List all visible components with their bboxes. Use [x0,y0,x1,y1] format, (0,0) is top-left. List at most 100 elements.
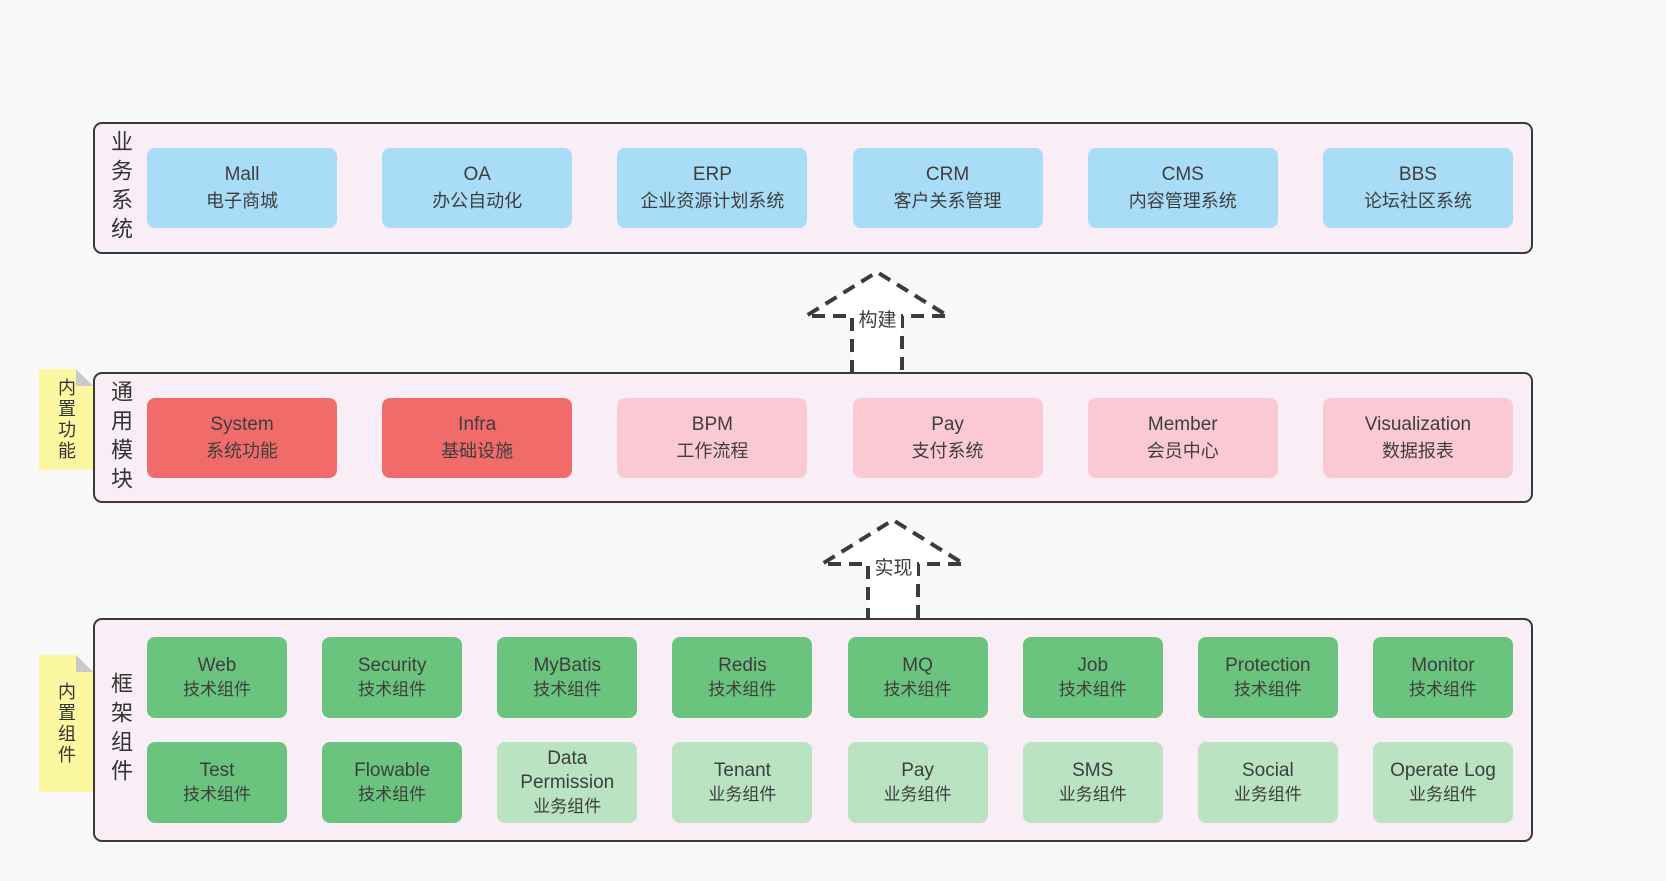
box-title: Infra [458,413,497,435]
component-box-redis: Redis 技术组件 [672,637,813,718]
component-box-operate-log: Operate Log 业务组件 [1372,742,1513,823]
layer-business-systems: 业务系统 Mall 电子商城 OA 办公自动化 ERP 企业资源计划系统 CRM… [93,122,1533,254]
note-label: 内置组件 [56,681,76,766]
box-subtitle: 技术组件 [183,679,251,699]
box-subtitle: 内容管理系统 [1128,191,1237,211]
box-title: Web [197,654,237,676]
folded-corner-icon [76,655,93,672]
box-subtitle: 业务组件 [1058,784,1127,804]
box-subtitle: 技术组件 [358,784,427,804]
box-subtitle: 技术组件 [1233,679,1302,699]
module-box-pay: Pay 支付系统 [852,397,1043,478]
box-title: BPM [691,413,733,435]
box-subtitle: 数据报表 [1381,440,1454,461]
box-title: Monitor [1411,654,1475,676]
box-title: Social [1241,759,1294,781]
box-subtitle: 技术组件 [358,679,427,699]
box-title: OA [463,164,491,185]
component-box-social: Social 业务组件 [1197,742,1338,823]
note-label: 内置功能 [56,377,76,462]
layer-framework-components: 框架组件 Web 技术组件 Security 技术组件 MyBatis 技术组件… [93,618,1533,842]
system-box-oa: OA 办公自动化 [382,148,573,228]
component-box-pay: Pay 业务组件 [847,742,988,823]
box-title: Data Permission [520,747,615,793]
box-title: BBS [1398,164,1437,185]
framework-components-row-1: Web 技术组件 Security 技术组件 MyBatis 技术组件 Redi… [147,637,1513,718]
system-box-bbs: BBS 论坛社区系统 [1322,148,1513,228]
component-box-data-permission: Data Permission 业务组件 [497,742,638,823]
component-box-mq: MQ 技术组件 [847,637,988,718]
layer-title: 通用模块 [108,379,133,496]
box-title: CMS [1161,164,1204,185]
module-box-bpm: BPM 工作流程 [617,397,808,478]
folded-corner-icon [76,369,93,386]
layer-common-modules: 通用模块 System 系统功能 Infra 基础设施 BPM 工作流程 Pay… [93,372,1533,503]
box-title: Redis [718,654,767,676]
box-subtitle: 工作流程 [676,440,749,461]
component-box-mybatis: MyBatis 技术组件 [497,637,638,718]
box-title: CRM [925,164,970,185]
module-box-infra: Infra 基础设施 [382,397,573,478]
box-title: Pay [901,759,934,781]
box-subtitle: 会员中心 [1146,440,1219,461]
box-title: Operate Log [1390,759,1496,781]
component-box-security: Security 技术组件 [322,637,463,718]
box-subtitle: 技术组件 [1408,679,1477,699]
box-subtitle: 技术组件 [1058,679,1127,699]
box-subtitle: 基础设施 [441,440,514,461]
box-title: Test [199,759,235,781]
component-box-web: Web 技术组件 [147,637,287,718]
component-box-monitor: Monitor 技术组件 [1372,637,1513,718]
box-title: Protection [1225,654,1311,676]
module-box-system: System 系统功能 [147,397,337,478]
box-title: ERP [692,164,732,185]
box-subtitle: 技术组件 [183,784,251,804]
box-subtitle: 论坛社区系统 [1363,191,1472,211]
box-subtitle: 技术组件 [533,679,602,699]
box-title: Job [1077,654,1109,676]
box-title: Member [1147,413,1218,435]
framework-components-row-2: Test 技术组件 Flowable 技术组件 Data Permission … [147,742,1513,823]
arrow-implement: 实现 [806,517,981,621]
box-title: MyBatis [533,654,602,676]
module-box-member: Member 会员中心 [1087,397,1278,478]
common-modules-row: System 系统功能 Infra 基础设施 BPM 工作流程 Pay 支付系统… [147,397,1513,478]
component-box-job: Job 技术组件 [1022,637,1163,718]
box-title: Visualization [1364,413,1472,435]
box-subtitle: 支付系统 [911,440,984,461]
arrow-build: 构建 [790,269,965,373]
box-subtitle: 客户关系管理 [893,191,1002,211]
layer-title: 框架组件 [108,672,133,788]
module-box-visualization: Visualization 数据报表 [1322,397,1513,478]
box-subtitle: 企业资源计划系统 [640,191,785,211]
box-title: SMS [1072,759,1114,781]
component-box-sms: SMS 业务组件 [1022,742,1163,823]
component-box-test: Test 技术组件 [147,742,287,823]
component-box-flowable: Flowable 技术组件 [322,742,463,823]
component-box-protection: Protection 技术组件 [1197,637,1338,718]
box-title: Pay [931,413,964,435]
box-title: System [210,413,274,435]
box-subtitle: 系统功能 [206,440,278,461]
box-title: MQ [902,654,933,676]
box-subtitle: 业务组件 [708,784,777,804]
system-box-crm: CRM 客户关系管理 [852,148,1043,228]
box-subtitle: 业务组件 [1408,784,1477,804]
box-subtitle: 电子商城 [206,191,278,211]
sticky-note-builtin-features: 内置功能 [39,369,93,470]
arrow-label: 实现 [870,555,917,583]
box-subtitle: 业务组件 [1233,784,1302,804]
box-title: Mall [224,164,260,185]
component-box-tenant: Tenant 业务组件 [672,742,813,823]
system-box-erp: ERP 企业资源计划系统 [617,148,808,228]
business-systems-row: Mall 电子商城 OA 办公自动化 ERP 企业资源计划系统 CRM 客户关系… [147,148,1513,228]
box-subtitle: 技术组件 [883,679,952,699]
box-title: Flowable [354,759,431,781]
box-subtitle: 办公自动化 [432,191,523,211]
arrow-label: 构建 [854,307,901,335]
box-subtitle: 技术组件 [708,679,777,699]
system-box-mall: Mall 电子商城 [147,148,337,228]
box-title: Security [357,654,427,676]
box-title: Tenant [713,759,771,781]
